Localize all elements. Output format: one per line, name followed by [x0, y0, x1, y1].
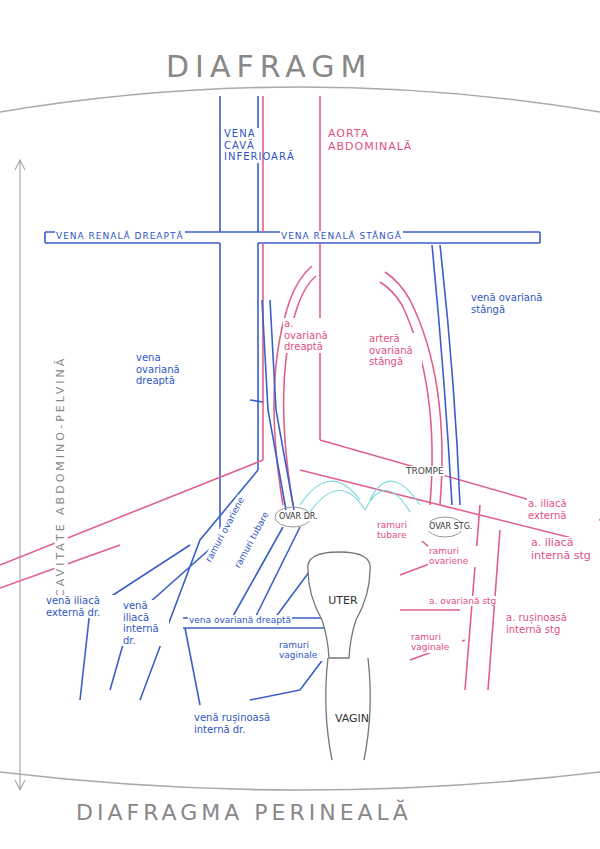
organ-label: OVAR DR. — [278, 512, 319, 521]
branch-label: ramuri tubare — [232, 509, 271, 571]
branch-label: ramuri vaginale — [278, 640, 330, 661]
vessel-label: a. ovariană stg — [428, 596, 497, 606]
branch-label: ramuri vaginale — [410, 632, 462, 653]
vagina-shape — [318, 650, 378, 762]
branch-label: ramuri ovariene — [428, 546, 480, 567]
vessel-label: venă iliacă externă dr. — [45, 595, 117, 618]
organ-label: OVAR STG. — [428, 522, 473, 531]
organ-name: UTER — [300, 594, 386, 607]
vessel-label: vena ovariană dreaptă — [188, 615, 292, 625]
vessel-label: VENA RENALĂ DREAPTĂ — [55, 231, 185, 241]
vessel-label: VENA RENALĂ STÂNGĂ — [280, 231, 403, 241]
vessel-label: VENA CAVĂ INFERIOARĂ — [223, 128, 259, 163]
vessel-label: venă iliacă internă dr. — [122, 600, 169, 646]
vessel-label: AORTA ABDOMINALĂ — [327, 128, 419, 153]
vessel-label: a. iliacă internă stg — [530, 537, 600, 562]
vessel-label: venă rușinoasă internă dr. — [193, 712, 285, 735]
organ-label: TROMPE — [405, 466, 445, 476]
vessel-label: a. iliacă externă — [527, 498, 599, 521]
uterus-node: UTER — [300, 550, 386, 660]
branch-label: ramuri tubare — [376, 520, 428, 541]
vessel-label: venă ovariană stângă — [470, 292, 552, 315]
vessel-label: a. ovariană dreaptă — [283, 318, 335, 353]
organ-name: VAGIN — [318, 712, 386, 725]
vessel-label: a. rușinoasă internă stg — [505, 612, 597, 635]
vessel-label: arteră ovariană stângă — [368, 333, 422, 368]
vessel-label: vena ovariană dreaptă — [135, 352, 207, 387]
vagina-node: VAGIN — [318, 650, 386, 762]
region-title: DIAFRAGMA PERINEALĂ — [75, 800, 413, 825]
region-title: DIAFRAGM — [165, 50, 373, 85]
